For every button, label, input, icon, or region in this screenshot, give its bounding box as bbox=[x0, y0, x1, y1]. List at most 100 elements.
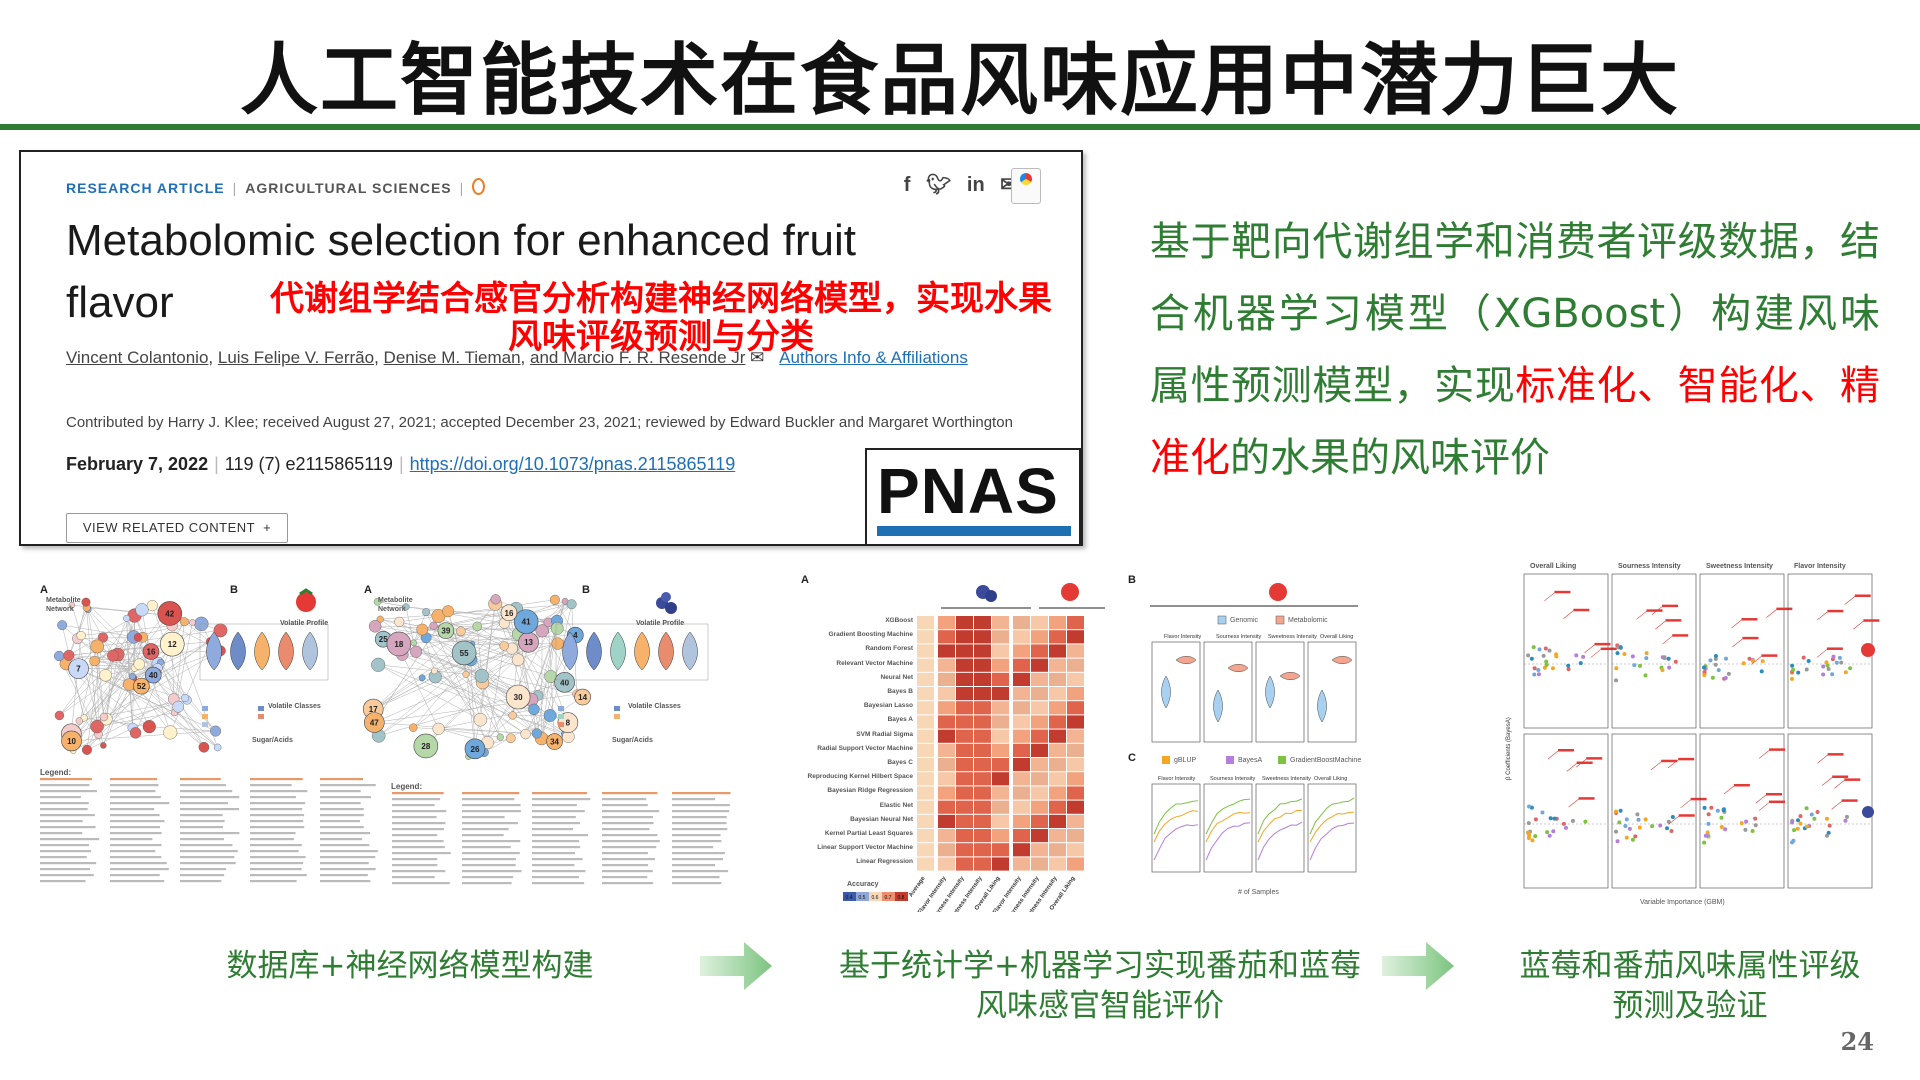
heatmap-cell bbox=[1049, 644, 1066, 658]
accuracy-curve bbox=[1257, 798, 1303, 835]
scatter-point bbox=[1706, 812, 1711, 817]
scatter-point bbox=[1637, 825, 1642, 830]
model-label: Random Forest bbox=[865, 645, 913, 653]
authors-info-link[interactable]: Authors Info & Affiliations bbox=[779, 348, 968, 367]
network-node bbox=[429, 621, 438, 630]
heatmap-cell bbox=[956, 616, 973, 630]
heatmap-cell bbox=[992, 814, 1009, 828]
legend-title: Legend: bbox=[391, 782, 423, 791]
heatmap-cell bbox=[938, 672, 955, 686]
heatmap-cell bbox=[992, 829, 1009, 843]
scatter-ylabel: β Coefficients (BayesA) bbox=[1506, 717, 1512, 780]
scatter-point bbox=[1578, 661, 1583, 666]
author-link[interactable]: and Marcio F. R. Resende Jr bbox=[530, 348, 746, 367]
mail-icon[interactable]: ✉ bbox=[750, 348, 765, 367]
category-agricultural-sciences[interactable]: AGRICULTURAL SCIENCES bbox=[245, 180, 452, 196]
heatmap-cell bbox=[956, 843, 973, 857]
heatmap-cell bbox=[956, 729, 973, 743]
blueberry-icon bbox=[665, 602, 677, 614]
network-node-label: 42 bbox=[165, 609, 174, 618]
scatter-point bbox=[1795, 818, 1800, 823]
scatter-point bbox=[1721, 807, 1726, 812]
heatmap-cell bbox=[938, 758, 955, 772]
heatmap-cell bbox=[974, 814, 991, 828]
scatter-point bbox=[1702, 840, 1707, 845]
heatmap-cell bbox=[956, 630, 973, 644]
heatmap-cell bbox=[974, 786, 991, 800]
scatter-point bbox=[1792, 828, 1797, 833]
scatter-point bbox=[1552, 816, 1557, 821]
scatter-point bbox=[1614, 678, 1619, 683]
facebook-icon[interactable]: f bbox=[903, 174, 911, 196]
volatile-classes-label: Volatile Classes bbox=[628, 703, 681, 710]
scatter-point bbox=[1669, 828, 1674, 833]
heatmap-cell bbox=[1013, 786, 1030, 800]
heatmap-cell bbox=[1013, 701, 1030, 715]
model-label: Bayesian Lasso bbox=[863, 702, 913, 710]
author-link[interactable]: Denise M. Tieman bbox=[383, 348, 521, 367]
scatter-xlabel: Variable Importance (GBM) bbox=[1640, 899, 1725, 906]
heatmap-cell bbox=[974, 800, 991, 814]
scatter-point bbox=[1643, 817, 1648, 822]
category-research-article[interactable]: RESEARCH ARTICLE bbox=[66, 180, 225, 196]
accuracy-curve bbox=[1309, 822, 1355, 861]
scatter-point bbox=[1662, 656, 1667, 661]
author-link[interactable]: Luis Felipe V. Ferrão bbox=[217, 348, 375, 367]
network-node-label: 28 bbox=[421, 742, 430, 751]
legend-swatch-genomic bbox=[1217, 615, 1227, 625]
heatmap-cell bbox=[1049, 743, 1066, 757]
network-node-labeled bbox=[554, 672, 575, 693]
scatter-point bbox=[1709, 805, 1714, 810]
violin-shape bbox=[586, 631, 602, 671]
network-node bbox=[473, 712, 488, 727]
scatter-point bbox=[1843, 818, 1848, 823]
network-node-label: 12 bbox=[168, 640, 177, 649]
model-label: XGBoost bbox=[885, 617, 913, 624]
accuracy-legend-label: Accuracy bbox=[847, 881, 879, 888]
heatmap-cell bbox=[1031, 814, 1048, 828]
heatmap-cell bbox=[992, 843, 1009, 857]
check-for-updates-icon[interactable] bbox=[1011, 168, 1041, 204]
heatmap-cell bbox=[1049, 630, 1066, 644]
scatter-point bbox=[1753, 816, 1758, 821]
author-link[interactable]: Vincent Colantonio bbox=[66, 348, 209, 367]
twitter-icon[interactable]: 🐦︎ bbox=[925, 174, 952, 196]
heatmap-cell bbox=[992, 644, 1009, 658]
heatmap-cell bbox=[1013, 857, 1030, 871]
heatmap-cell bbox=[1013, 630, 1030, 644]
scatter-point bbox=[1825, 663, 1830, 668]
network-node bbox=[89, 655, 100, 667]
scatter-point bbox=[1581, 654, 1586, 659]
scatter-header: Flavor Intensity bbox=[1794, 563, 1846, 570]
legend-swatch-gbm bbox=[1278, 756, 1286, 764]
network-node-labeled bbox=[505, 684, 531, 710]
heatmap-cell bbox=[938, 701, 955, 715]
scatter-point bbox=[1541, 653, 1546, 658]
network-node bbox=[402, 603, 410, 611]
heatmap-cell bbox=[1049, 701, 1066, 715]
heatmap-cell bbox=[974, 644, 991, 658]
network-node bbox=[566, 599, 577, 610]
heatmap-cell bbox=[1013, 672, 1030, 686]
scatter-point bbox=[1831, 654, 1836, 659]
heatmap-cell bbox=[917, 857, 934, 871]
network-node bbox=[54, 710, 65, 721]
heatmap-cell bbox=[938, 743, 955, 757]
heatmap-cell bbox=[917, 800, 934, 814]
heatmap-cell bbox=[1067, 672, 1084, 686]
scatter-point bbox=[1705, 830, 1710, 835]
violin-metabolomic bbox=[1227, 664, 1249, 672]
linkedin-icon[interactable]: in bbox=[966, 174, 985, 196]
network-node bbox=[550, 621, 564, 635]
view-related-content-button[interactable]: VIEW RELATED CONTENT + bbox=[66, 513, 288, 543]
heatmap-cell bbox=[1031, 672, 1048, 686]
network-node bbox=[431, 667, 438, 675]
violin-shape bbox=[230, 631, 246, 671]
trait-label: Sweetness Intensity bbox=[1262, 776, 1311, 782]
network-node-label: 7 bbox=[76, 665, 81, 674]
accuracy-legend-tick: 0.5 bbox=[859, 895, 866, 901]
scatter-point bbox=[1795, 826, 1800, 831]
doi-link[interactable]: https://doi.org/10.1073/pnas.2115865119 bbox=[409, 454, 736, 474]
